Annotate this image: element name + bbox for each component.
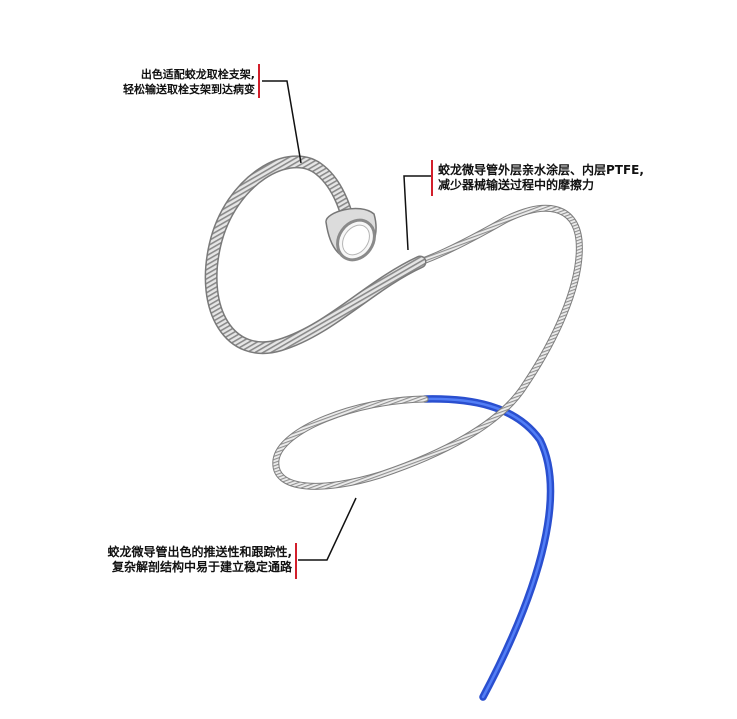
callout-bottom-line2: 复杂解剖结构中易于建立稳定通路 (111, 560, 292, 574)
accent-bar-bottom (295, 543, 297, 579)
callout-top-line1: 出色适配蛟龙取栓支架, (140, 68, 255, 81)
callout-right-line2: 减少器械输送过程中的摩擦力 (438, 178, 595, 192)
catheter-lower-loop (272, 204, 583, 490)
catheter-shaft-blue (421, 395, 555, 701)
callout-top-line2: 轻松输送取栓支架到达病变 (123, 83, 255, 96)
callout-pushability: 蛟龙微导管出色的推送性和跟踪性, 复杂解剖结构中易于建立稳定通路 (72, 545, 292, 575)
leader-line-right (403, 175, 431, 251)
accent-bar-right (431, 160, 433, 196)
callout-coating: 蛟龙微导管外层亲水涂层、内层PTFE, 减少器械输送过程中的摩擦力 (438, 163, 644, 193)
callout-tip-compatibility: 出色适配蛟龙取栓支架, 轻松输送取栓支架到达病变 (70, 67, 255, 97)
callout-bottom-line1: 蛟龙微导管出色的推送性和跟踪性, (107, 545, 292, 559)
leader-line-top (262, 80, 302, 164)
callout-right-line1: 蛟龙微导管外层亲水涂层、内层PTFE, (438, 163, 644, 177)
accent-bar-top (258, 64, 260, 98)
leader-line-bottom (298, 497, 357, 561)
